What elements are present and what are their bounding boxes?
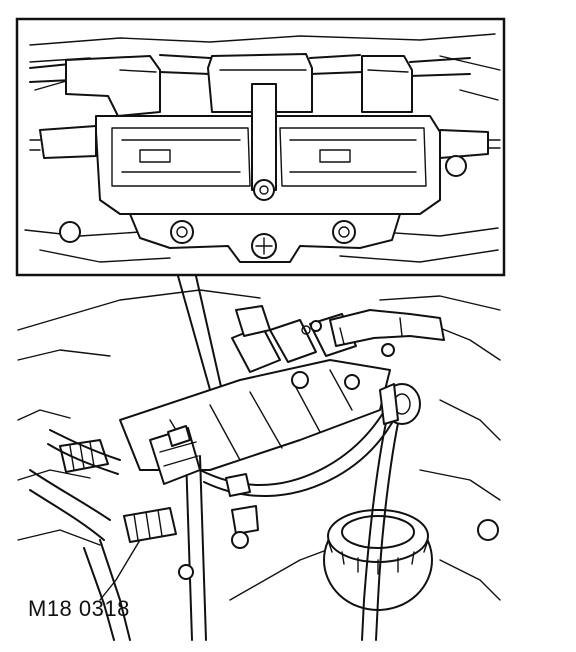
breather-hose bbox=[235, 305, 445, 347]
figure-reference-code: M18 0318 bbox=[28, 596, 130, 621]
main-engine-view bbox=[17, 289, 501, 641]
small-bolts bbox=[178, 325, 499, 580]
coil-connector-main bbox=[149, 425, 201, 485]
coil-towers bbox=[65, 53, 413, 117]
hose-clip bbox=[59, 439, 259, 543]
engine-bay-lines bbox=[17, 289, 501, 601]
lower-hoses bbox=[29, 429, 141, 641]
leader-lines bbox=[177, 275, 225, 405]
pipe-fitting bbox=[379, 383, 421, 425]
mounting-bolt bbox=[59, 155, 467, 259]
ht-lead bbox=[29, 54, 471, 83]
coolant-filler-cap bbox=[323, 509, 433, 611]
coil-connector bbox=[29, 125, 501, 159]
inset-detail-view bbox=[15, 17, 506, 277]
ignition-coil-pack bbox=[95, 83, 441, 215]
